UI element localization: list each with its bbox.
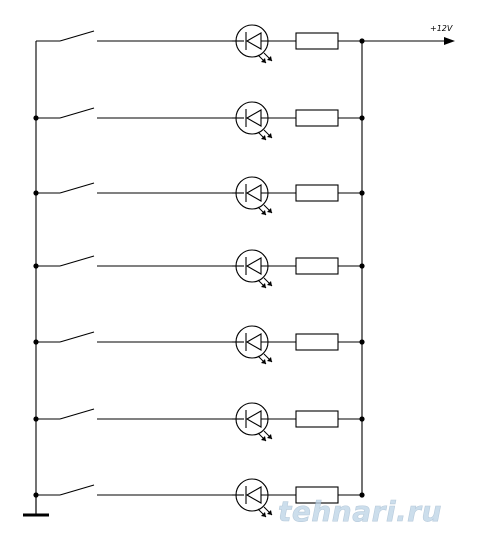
light-arrowhead: [267, 133, 272, 138]
light-arrowhead: [267, 208, 272, 213]
light-arrowhead: [261, 283, 266, 288]
switch-icon: [59, 331, 95, 343]
resistor-icon: [295, 333, 339, 351]
junction-dot: [359, 190, 365, 196]
supply-label: +12V: [430, 24, 453, 33]
light-arrowhead: [261, 359, 266, 364]
switch-icon: [59, 182, 95, 194]
light-arrowhead: [261, 58, 266, 63]
light-arrowhead: [267, 357, 272, 362]
channel-1: [36, 24, 362, 64]
channel-4: [33, 249, 365, 289]
light-arrowhead: [267, 281, 272, 286]
channel-7: [33, 478, 365, 518]
junction-dot: [359, 416, 365, 422]
channel-6: [33, 402, 365, 442]
supply-arrow-icon: [444, 37, 455, 45]
resistor-icon: [295, 184, 339, 202]
junction-dot: [359, 115, 365, 121]
switch-icon: [59, 107, 95, 119]
channels-layer: [33, 24, 365, 518]
light-arrowhead: [267, 56, 272, 61]
resistor-icon: [295, 410, 339, 428]
light-arrowhead: [267, 434, 272, 439]
junction-dot: [359, 263, 365, 269]
switch-icon: [59, 30, 95, 42]
resistor-icon: [295, 257, 339, 275]
light-arrowhead: [261, 135, 266, 140]
junction-dot: [359, 339, 365, 345]
light-arrowhead: [261, 436, 266, 441]
light-arrowhead: [261, 512, 266, 517]
resistor-icon: [295, 32, 339, 50]
light-arrowhead: [261, 210, 266, 215]
junction-dot: [359, 492, 365, 498]
channel-2: [33, 101, 365, 141]
light-arrowhead: [267, 510, 272, 515]
channel-5: [33, 325, 365, 365]
switch-icon: [59, 408, 95, 420]
channel-3: [33, 176, 365, 216]
switch-icon: [59, 255, 95, 267]
resistor-icon: [295, 109, 339, 127]
switch-icon: [59, 484, 95, 496]
watermark: tehnari.ru: [278, 495, 442, 528]
